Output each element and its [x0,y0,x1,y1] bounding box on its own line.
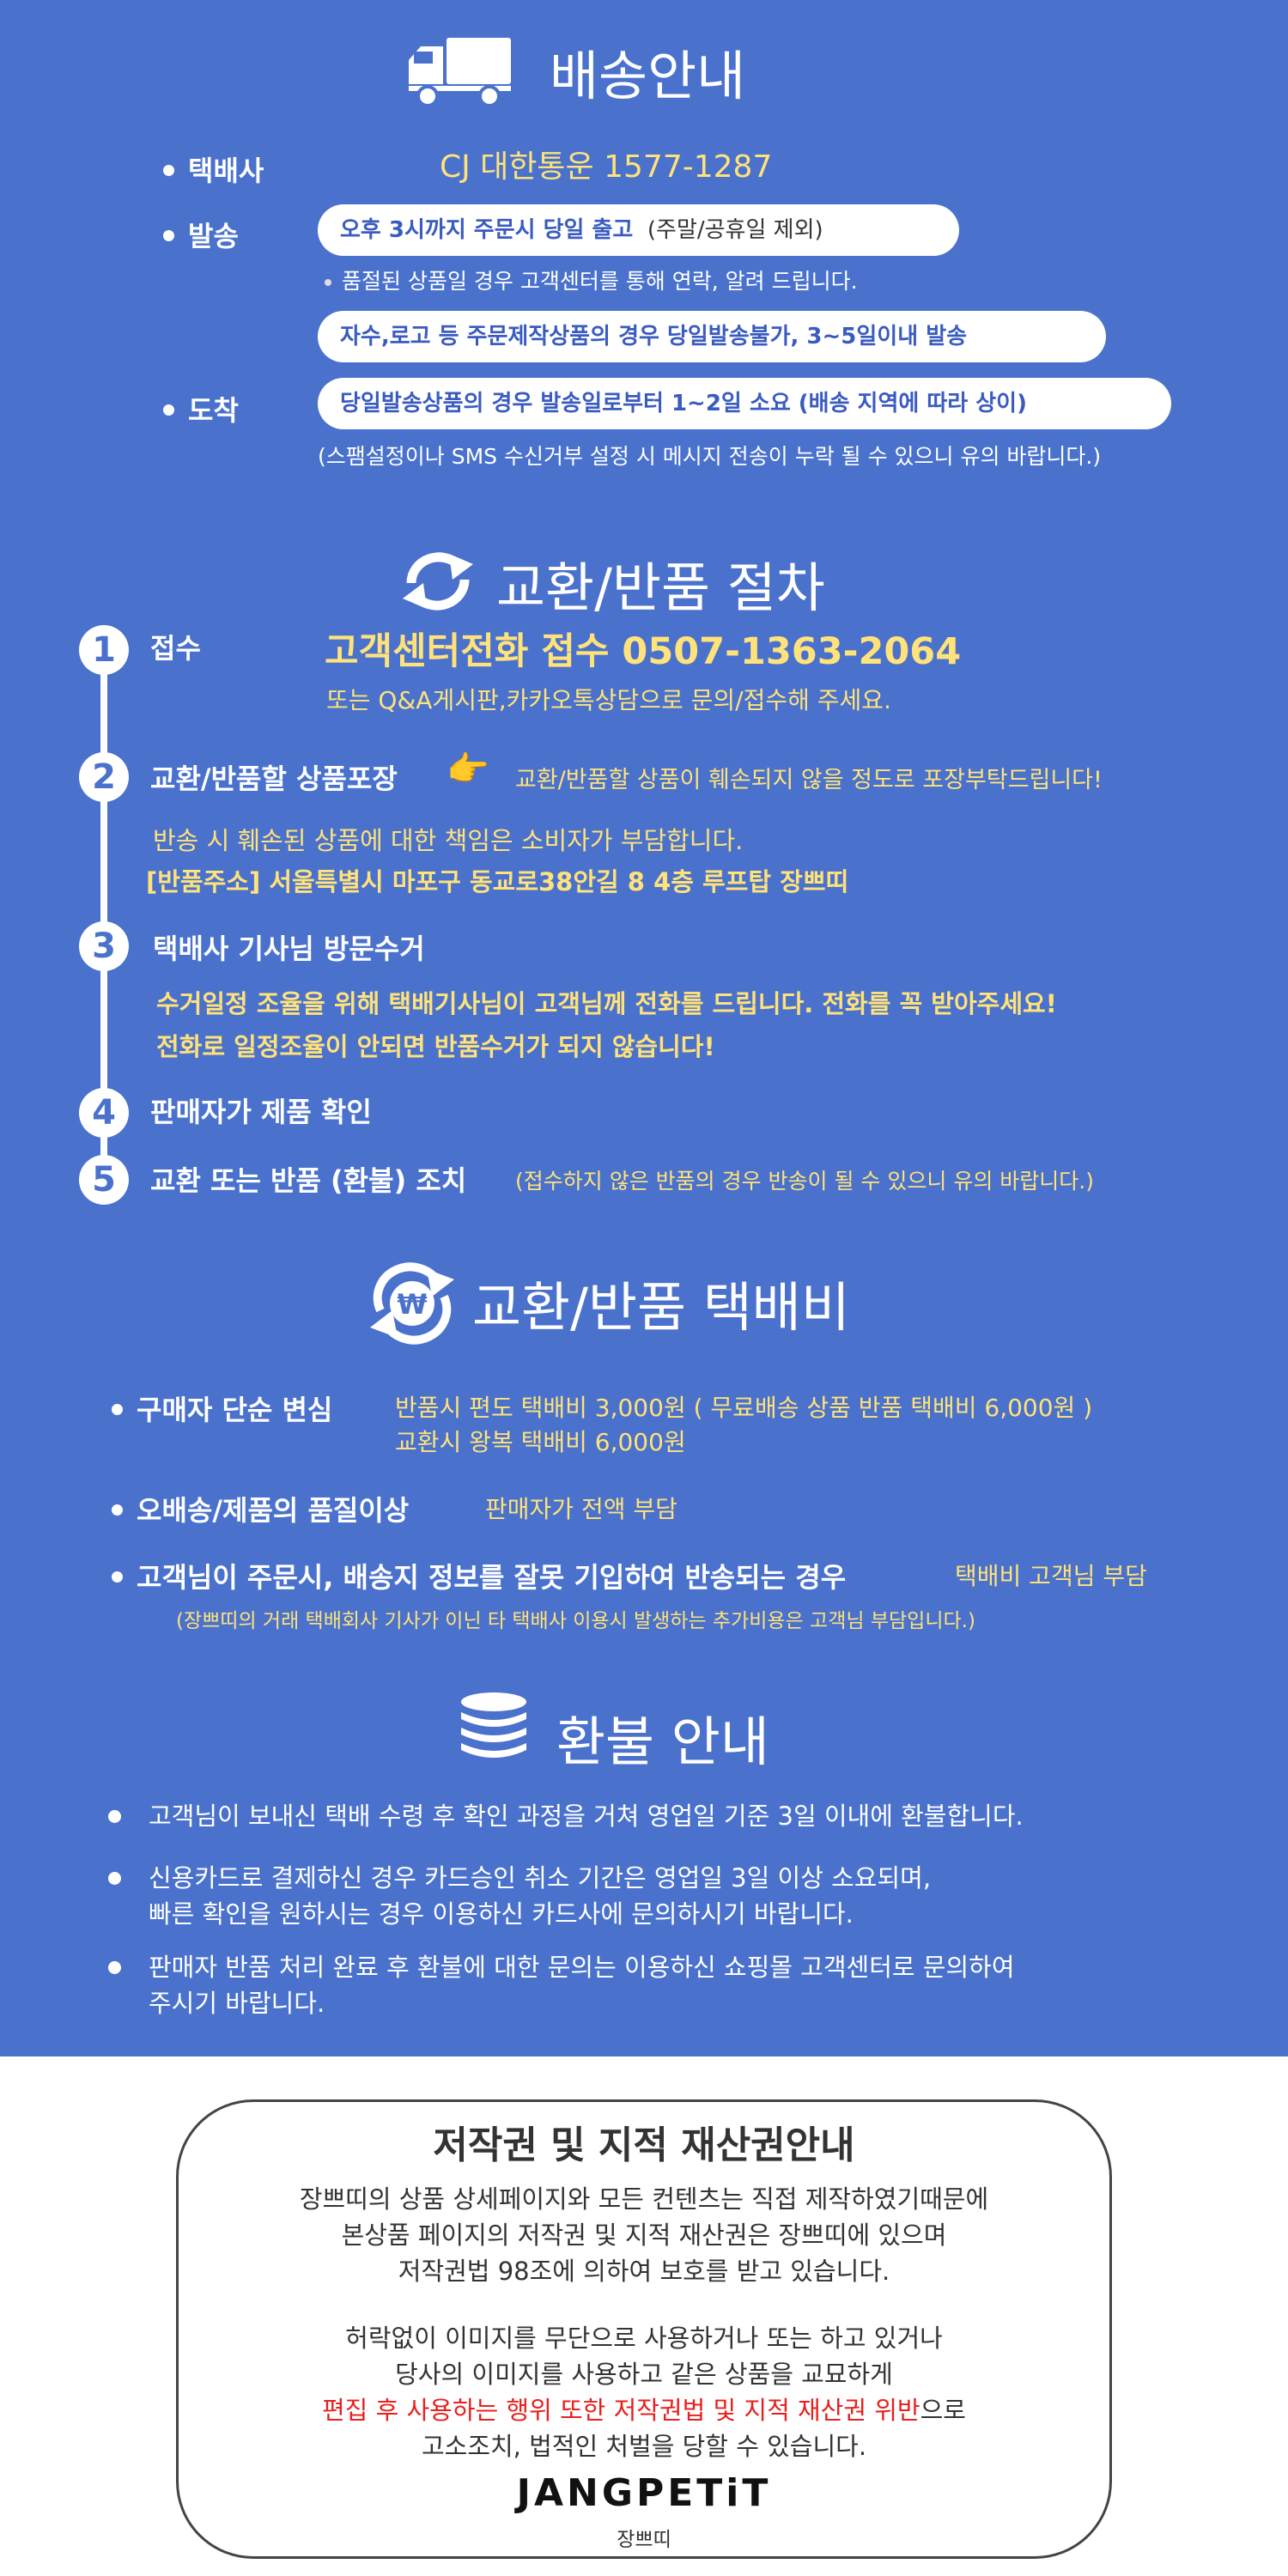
exchange-title: 교환/반품 절차 [496,556,825,619]
refund-bullet-2 [108,1872,121,1885]
step-5-label: 교환 또는 반품 (환불) 조치 [150,1164,467,1197]
copyright-warning: 편집 후 사용하는 행위 또한 저작권법 및 지적 재산권 위반으로 [0,2391,1288,2427]
step-2-label: 교환/반품할 상품포장 [150,762,398,795]
return-address: [반품주소] 서울특별시 마포구 동교로38안길 8 4층 루프탑 장쁘띠 [146,867,849,896]
won-cycle-icon: ₩ [370,1262,454,1345]
step-5-note: (접수하지 않은 반품의 경우 반송이 될 수 있으니 유의 바랍니다.) [515,1169,1094,1194]
step-2-note: 반송 시 훼손된 상품에 대한 책임은 소비자가 부담합니다. [153,826,744,855]
step-5-circle: 5 [79,1155,129,1205]
coins-icon [461,1692,526,1758]
step-1-phone: 고객센터전화 접수 0507-1363-2064 [325,630,962,673]
step-3-label: 택배사 기사님 방문수거 [153,933,425,965]
step-1-note: 또는 Q&A게시판,카카오톡상담으로 문의/접수해 주세요. [326,686,891,714]
dispatch-pill-rest: (주말/공휴일 제외) [647,217,823,243]
refund-item-1: 고객님이 보내신 택배 수령 후 확인 과정을 거쳐 영업일 기준 3일 이내에… [149,1801,1024,1831]
fee-item-2-value: 판매자가 전액 부담 [485,1495,677,1523]
courier-label: 택배사 [163,149,264,189]
copyright-line-5: 당사의 이미지를 사용하고 같은 상품을 교묘하게 [395,2360,893,2389]
truck-icon [409,38,511,107]
dispatch-pill-bold: 오후 3시까지 주문시 당일 출고 [340,217,634,243]
fee-item-3-value: 택배비 고객님 부담 [955,1562,1147,1590]
step-2-tip: 교환/반품할 상품이 훼손되지 않을 정도로 포장부탁드립니다! [515,767,1103,793]
fee-item-1-value: 반품시 편도 택배비 3,000원 ( 무료배송 상품 반품 택배비 6,000… [395,1394,1093,1422]
copyright-line-4: 허락없이 이미지를 무단으로 사용하거나 또는 하고 있거나 [345,2324,943,2353]
copyright-line-2: 본상품 페이지의 저작권 및 지적 재산권은 장쁘띠에 있으며 [341,2221,947,2250]
step-2-circle: 2 [79,752,129,802]
refund-item-2-line1: 신용카드로 결제하신 경우 카드승인 취소 기간은 영업일 3일 이상 소요되며… [149,1863,932,1893]
brand-logo: JANGPETiT [516,2471,772,2515]
refund-item-2-line2: 빠른 확인을 원하시는 경우 이용하신 카드사에 문의하시기 바랍니다. [149,1899,854,1929]
copyright-line-3: 저작권법 98조에 의하여 보호를 받고 있습니다. [398,2257,890,2286]
steps-line [100,653,107,1176]
arrival-pill-text: 당일발송상품의 경우 발송일로부터 1~2일 소요 (배송 지역에 따라 상이) [340,391,1027,416]
copyright-line-1: 장쁘띠의 상품 상세페이지와 모든 컨텐츠는 직접 제작하였기때문에 [299,2184,989,2214]
fee-note: (장쁘띠의 거래 택배회사 기사가 이닌 타 택배사 이용시 발생하는 추가비용… [176,1610,975,1632]
arrival-note: (스팸설정이나 SMS 수신거부 설정 시 메시지 전송이 누락 될 수 있으니… [318,444,1102,469]
custom-order-pill: 자수,로고 등 주문제작상품의 경우 당일발송불가, 3~5일이내 발송 [318,311,1106,362]
courier-value: CJ 대한통운 1577-1287 [440,149,773,185]
arrival-pill: 당일발송상품의 경우 발송일로부터 1~2일 소요 (배송 지역에 따라 상이) [318,378,1171,429]
fee-item-2-label: 오배송/제품의 품질이상 [112,1489,409,1528]
custom-order-text: 자수,로고 등 주문제작상품의 경우 당일발송불가, 3~5일이내 발송 [340,324,968,349]
fee-item-1-value2: 교환시 왕복 택배비 6,000원 [395,1428,686,1456]
refresh-icon [403,552,473,611]
step-4-label: 판매자가 제품 확인 [150,1096,372,1128]
step-4-circle: 4 [79,1088,129,1138]
fee-item-1-label: 구매자 단순 변심 [112,1388,332,1428]
refund-bullet-3 [108,1961,121,1974]
dispatch-pill: 오후 3시까지 주문시 당일 출고 (주말/공휴일 제외) [318,204,959,256]
step-3-warning: 전화로 일정조율이 안되면 반품수거가 되지 않습니다! [156,1032,715,1061]
fee-title: 교환/반품 택배비 [472,1276,850,1339]
refund-item-3-line2: 주시기 바랍니다. [149,1989,325,2018]
step-3-circle: 3 [79,921,129,971]
refund-title: 환불 안내 [556,1710,769,1773]
refund-bullet-1 [108,1810,121,1823]
copyright-line-7: 고소조치, 법적인 처벌을 당할 수 있습니다. [421,2432,867,2461]
dispatch-note: 품절된 상품일 경우 고객센터를 통해 연락, 알려 드립니다. [325,264,858,295]
copyright-box [176,2099,1112,2559]
arrival-label: 도착 [163,389,239,428]
copyright-warning-rest: 으로 [920,2396,966,2425]
step-1-label: 접수 [150,632,201,665]
copyright-title: 저작권 및 지적 재산권안내 [433,2123,855,2167]
step-3-note: 수거일정 조율을 위해 택배기사님이 고객님께 전화를 드립니다. 전화를 꼭 … [156,989,1057,1018]
svg-text:₩: ₩ [397,1288,427,1321]
refund-item-3-line1: 판매자 반품 처리 완료 후 환불에 대한 문의는 이용하신 쇼핑몰 고객센터로… [149,1953,1015,1982]
dispatch-label: 발송 [163,215,239,254]
pointing-hand-icon: 👉 [447,750,489,789]
step-1-circle: 1 [79,625,129,675]
fee-item-3-label: 고객님이 주문시, 배송지 정보를 잘못 기입하여 반송되는 경우 [112,1556,846,1595]
dispatch-note-text: 품절된 상품일 경우 고객센터를 통해 연락, 알려 드립니다. [342,269,858,294]
shipping-title: 배송안내 [550,45,746,107]
copyright-warning-red: 편집 후 사용하는 행위 또한 저작권법 및 지적 재산권 위반 [322,2396,920,2425]
brand-subtitle: 장쁘띠 [617,2529,671,2551]
